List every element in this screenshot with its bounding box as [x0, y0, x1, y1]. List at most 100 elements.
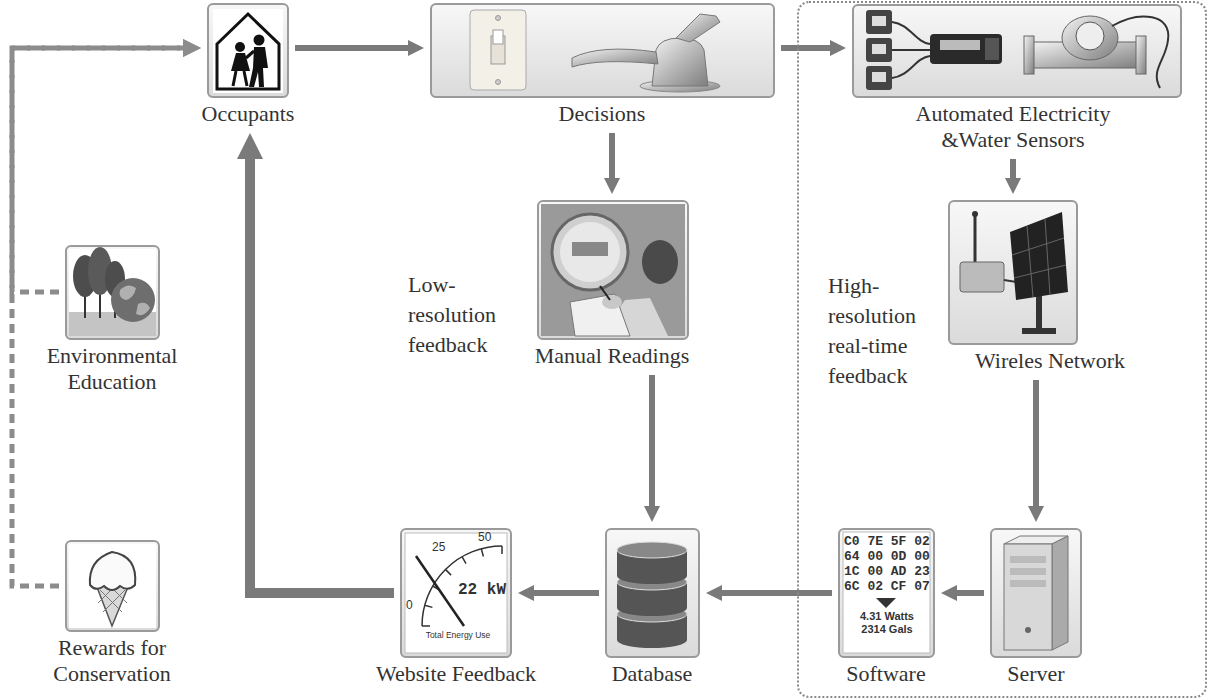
gauge-tick: 25 [432, 540, 452, 554]
wireless-network-box: Wireles Network [948, 200, 1078, 345]
sensors-picture [940, 40, 980, 50]
environment-picture [111, 278, 155, 322]
manual-reading-photo [552, 214, 628, 290]
manual-reading-photo [642, 240, 678, 284]
occupants-icon [235, 42, 245, 52]
switch-and-faucet [572, 49, 658, 67]
dashed-arrow [12, 48, 185, 586]
occupants-icon [254, 35, 265, 46]
sensors-picture [872, 44, 886, 54]
rewards-box: Rewards for Conservation [65, 540, 160, 632]
software-box: SoftwareC0 7E 5F 02 64 00 0D 00 1C 00 AD… [838, 528, 935, 658]
hex-readout: C0 7E 5F 02 64 00 0D 00 1C 00 AD 23 6C 0… [844, 534, 932, 594]
wireless-node-picture [960, 211, 1068, 334]
frame-grounds [838, 528, 935, 658]
switch-and-faucet [652, 38, 708, 86]
manual-reading-photo [560, 222, 620, 282]
flow-arrow [1033, 380, 1039, 508]
frame-grounds [430, 3, 775, 98]
node-caption: Manual Readings [512, 343, 712, 369]
manual-reading-photo [541, 204, 685, 336]
environment-picture [69, 249, 156, 336]
ice-cream-picture [90, 552, 135, 590]
flow-arrow [609, 133, 615, 180]
node-caption: Software [811, 661, 961, 687]
node-caption: Website Feedback [356, 661, 556, 687]
wireless-node-picture [1022, 328, 1056, 334]
sensors-picture [866, 10, 892, 34]
flow-arrow [295, 45, 410, 51]
server-box: Server [990, 528, 1082, 658]
sensors-picture [872, 16, 886, 26]
manual-reading-photo [572, 242, 608, 256]
node-caption: Database [577, 661, 727, 687]
gauge-reading: 22 kW [458, 580, 508, 600]
converted-readout: 4.31 Watts 2314 Gals [850, 610, 924, 636]
ice-cream-picture [69, 544, 156, 628]
switch-and-faucet [470, 10, 526, 90]
manual-reading-photo [570, 294, 630, 336]
wireless-node-picture [1036, 292, 1042, 330]
gauge-tick: 0 [406, 598, 418, 612]
frame-grounds [65, 3, 1182, 658]
frame-grounds [537, 200, 689, 340]
switch-and-faucet [470, 10, 720, 92]
occupants-icon [217, 14, 279, 89]
sensors-picture [866, 10, 1168, 90]
frame-grounds [400, 528, 512, 658]
environment-picture [120, 285, 150, 315]
sensors-box: Automated Electricity &Water Sensors [852, 4, 1182, 98]
sensors-picture [866, 66, 892, 90]
frame-grounds [65, 540, 160, 632]
database-box: Database [605, 528, 700, 658]
manual-reading-photo [541, 204, 685, 336]
occupants-icon [213, 9, 283, 93]
wireless-node-picture [972, 211, 978, 217]
manual-reading-photo [600, 286, 610, 300]
frame-grounds [207, 3, 289, 98]
node-caption: Occupants [178, 101, 318, 127]
node-caption: Environmental Education [27, 343, 197, 395]
gauge-picture [416, 556, 464, 626]
website-feedback-box: Website Feedback2550022 kWTotal Energy U… [400, 528, 512, 658]
occupants-box: Occupants [207, 3, 289, 98]
node-caption: Wireles Network [950, 348, 1150, 374]
region-label: High- resolution real-time feedback [828, 271, 940, 391]
server-picture [1010, 580, 1046, 587]
switch-and-faucet [496, 16, 501, 21]
switch-and-faucet [676, 14, 720, 42]
occupants-icon [213, 9, 283, 93]
sensors-picture [1112, 17, 1168, 88]
wireless-node-picture [1010, 212, 1068, 300]
flow-arrow [250, 157, 394, 593]
manual-reading-photo [602, 295, 622, 309]
gauge-picture [405, 533, 507, 653]
frame-grounds [990, 528, 1082, 658]
server-picture [1004, 544, 1052, 650]
sensors-picture [985, 38, 999, 60]
feedback-label: Low- resolution feedback [408, 270, 518, 360]
frame-grounds [852, 4, 1182, 98]
server-picture [1052, 536, 1068, 650]
wireless-node-picture [974, 216, 977, 262]
sensors-picture [872, 72, 886, 82]
flow-arrow [532, 590, 599, 596]
sensors-picture [930, 34, 1002, 64]
decisions-box: Decisions [430, 3, 775, 98]
switch-and-faucet [493, 30, 503, 44]
environment-picture [69, 247, 156, 336]
node-caption: Automated Electricity &Water Sensors [896, 101, 1131, 153]
sensors-picture [1076, 22, 1104, 50]
flow-arrow [955, 590, 984, 596]
wireless-node-picture [1012, 219, 1066, 297]
node-caption: Rewards for Conservation [42, 635, 182, 687]
sensors-picture [1062, 16, 1118, 60]
server-picture [1025, 627, 1031, 633]
gauge-title: Total Energy Use [408, 630, 508, 641]
environmental-education-box: Environmental Education [65, 245, 160, 340]
sensors-picture [1136, 36, 1146, 74]
gauge-tick: 50 [478, 530, 498, 544]
sensors-picture [866, 38, 892, 62]
manual-readings-box: Manual Readings [537, 200, 689, 340]
